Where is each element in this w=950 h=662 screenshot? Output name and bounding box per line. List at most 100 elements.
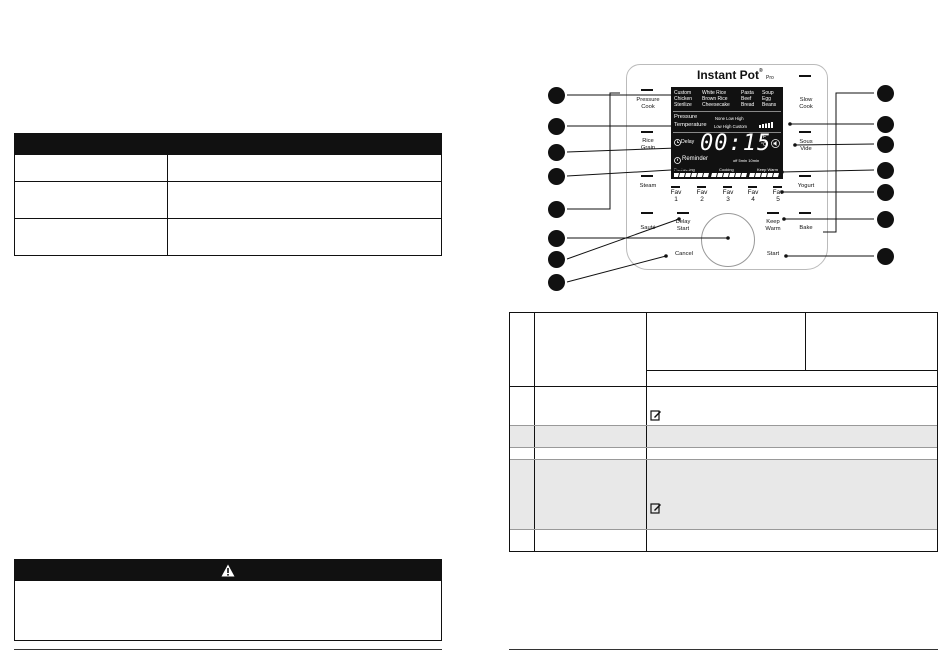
stage-cooking: Cooking <box>719 167 734 172</box>
row-divider <box>510 425 937 426</box>
callout-marker-14 <box>877 211 894 228</box>
unit-f: °F <box>761 134 767 140</box>
sound-icon <box>771 139 780 148</box>
steam-button[interactable]: Steam <box>639 183 657 189</box>
indicator-dash <box>799 212 811 214</box>
shaded-row <box>510 459 937 529</box>
program-pasta: Pasta <box>741 90 754 96</box>
warning-header <box>15 560 441 581</box>
table-row <box>15 154 441 181</box>
stage-keep-warm: Keep Warm <box>757 167 778 172</box>
indicator-dash <box>799 175 811 177</box>
program-chicken: Chicken <box>674 96 693 102</box>
indicator-dash <box>748 186 757 188</box>
indicator-dash <box>799 131 811 133</box>
callout-marker-3 <box>548 144 565 161</box>
reminder-levels: off 5min 10min <box>733 158 760 163</box>
table-row <box>15 181 441 218</box>
clock-icon <box>674 139 681 146</box>
program-sterilize: Sterilize <box>674 102 692 108</box>
program-soup: Soup <box>762 90 774 96</box>
callout-marker-11 <box>877 136 894 153</box>
warning-box <box>14 559 442 641</box>
indicator-dash <box>799 75 811 77</box>
callout-leaders <box>566 92 875 283</box>
callout-marker-8 <box>548 274 565 291</box>
bake-button[interactable]: Bake <box>799 225 813 231</box>
note-icon <box>650 410 661 421</box>
indicator-dash <box>677 212 689 214</box>
temperature-levels: Low High Custom <box>714 124 748 129</box>
indicator-dash <box>641 212 653 214</box>
table-cell <box>15 219 168 255</box>
program-brown-rice: Brown Rice <box>702 96 728 102</box>
unit-c: °C <box>761 142 767 148</box>
callout-marker-15 <box>877 248 894 265</box>
callout-marker-5 <box>548 201 565 218</box>
row-divider <box>510 529 937 530</box>
temperature-label: Temperature <box>674 122 707 128</box>
indicator-dash <box>641 131 653 133</box>
callout-marker-9 <box>877 85 894 102</box>
indicator-dash <box>767 212 779 214</box>
left-table <box>14 133 442 256</box>
selection-dial[interactable] <box>701 213 755 267</box>
table-cell <box>168 219 441 255</box>
reminder-label: Reminder <box>682 156 709 162</box>
yogurt-button[interactable]: Yogurt <box>797 183 815 189</box>
reminder-icon <box>674 157 681 164</box>
row-divider <box>646 370 937 371</box>
program-bread: Bread <box>741 102 755 108</box>
program-beans: Beans <box>762 102 777 108</box>
callout-marker-6 <box>548 230 565 247</box>
callout-marker-1 <box>548 87 565 104</box>
callout-marker-4 <box>548 168 565 185</box>
callout-marker-10 <box>877 116 894 133</box>
note-icon <box>650 503 661 514</box>
warning-icon <box>221 564 235 577</box>
table-cell <box>15 182 168 218</box>
column-divider <box>805 313 806 370</box>
indicator-dash <box>773 186 782 188</box>
time-readout: 00:15 <box>700 131 772 156</box>
cancel-button[interactable]: Cancel <box>674 251 694 257</box>
progress-bar <box>674 173 779 177</box>
table-cell <box>168 155 441 181</box>
callout-marker-7 <box>548 251 565 268</box>
indicator-dash <box>641 89 653 91</box>
program-custom: Custom <box>674 90 692 96</box>
footer-rule <box>509 649 938 650</box>
left-table-header <box>15 134 441 154</box>
program-white-rice: White Rice <box>702 90 727 96</box>
indicator-dash <box>671 186 680 188</box>
table-cell <box>168 182 441 218</box>
pressure-levels: None Low High <box>715 116 744 121</box>
start-button[interactable]: Start <box>766 251 780 257</box>
shaded-row <box>510 425 937 447</box>
callout-marker-2 <box>548 118 565 135</box>
program-beef: Beef <box>741 96 752 102</box>
row-divider <box>510 386 937 387</box>
indicator-dash <box>723 186 732 188</box>
callout-marker-13 <box>877 184 894 201</box>
function-table <box>509 312 938 552</box>
saute-button[interactable]: Sauté <box>640 225 656 231</box>
program-cheesecake: Cheesecake <box>702 102 730 108</box>
footer-rule <box>14 649 442 650</box>
delay-indicator: Delay <box>681 139 695 145</box>
indicator-dash <box>641 175 653 177</box>
pressure-label: Pressure <box>674 114 698 120</box>
brand-logo: Instant Pot® Pro <box>697 68 774 82</box>
row-divider <box>510 447 937 448</box>
